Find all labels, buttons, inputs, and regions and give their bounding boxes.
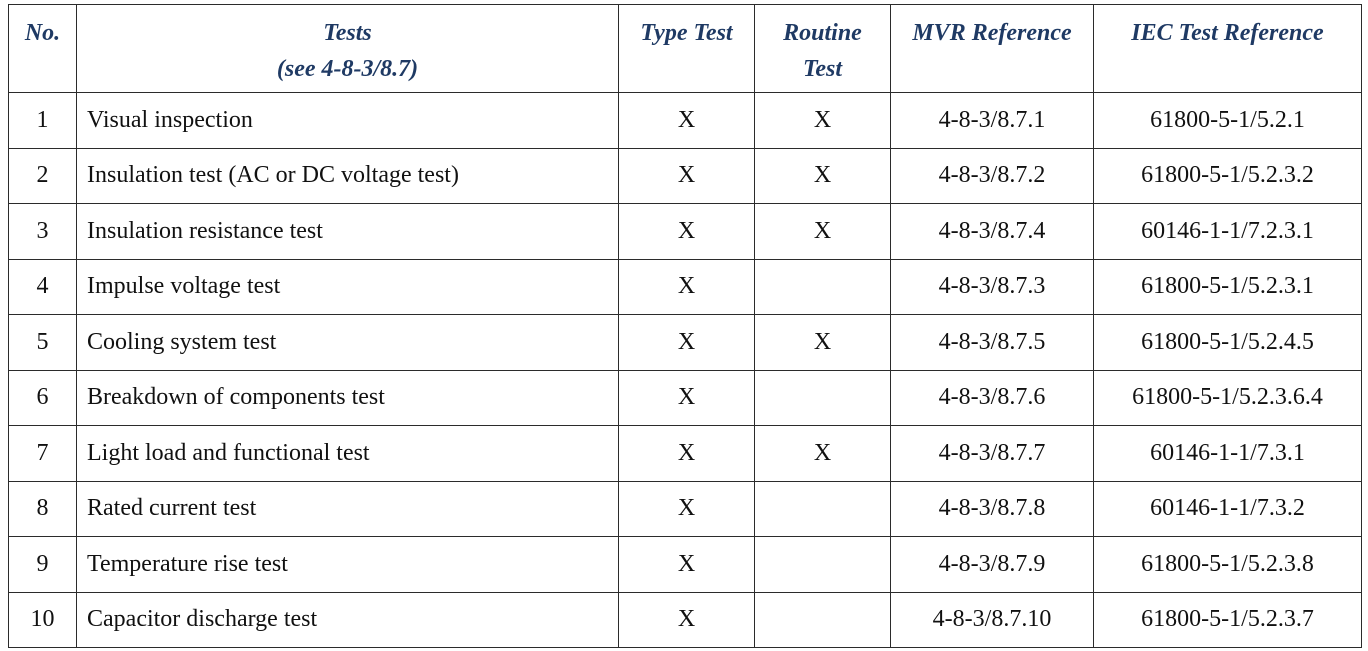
header-no: No. <box>8 4 77 93</box>
cell-no: 6 <box>8 369 77 426</box>
cell-mvr-reference: 4-8-3/8.7.4 <box>890 203 1094 260</box>
cell-mvr-reference: 4-8-3/8.7.6 <box>890 369 1094 426</box>
cell-no: 2 <box>8 147 77 204</box>
cell-type-test: X <box>618 147 755 204</box>
cell-test: Insulation resistance test <box>76 203 619 260</box>
cell-routine-test <box>754 536 891 593</box>
cell-type-test: X <box>618 369 755 426</box>
cell-type-test: X <box>618 314 755 371</box>
header-type-test-text: Type Test <box>640 20 733 46</box>
cell-iec-reference: 60146-1-1/7.2.3.1 <box>1093 203 1362 260</box>
cell-no: 10 <box>8 591 77 648</box>
cell-test: Light load and functional test <box>76 425 619 482</box>
table-header: No. Tests (see 4-8-3/8.7) Type Test Rout… <box>8 4 1362 93</box>
cell-no: 4 <box>8 258 77 315</box>
cell-test: Impulse voltage test <box>76 258 619 315</box>
table-body: 1 Visual inspection X X 4-8-3/8.7.1 6180… <box>8 92 1362 648</box>
header-type-test: Type Test <box>618 4 755 93</box>
header-iec-text: IEC Test Reference <box>1131 20 1324 46</box>
cell-iec-reference: 60146-1-1/7.3.1 <box>1093 425 1362 482</box>
document-body: No. Tests (see 4-8-3/8.7) Type Test Rout… <box>8 4 1362 648</box>
cell-routine-test: X <box>754 425 891 482</box>
header-mvr-text: MVR Reference <box>912 20 1072 46</box>
cell-iec-reference: 61800-5-1/5.2.3.6.4 <box>1093 369 1362 426</box>
header-tests-line1: Tests <box>323 20 372 46</box>
cell-mvr-reference: 4-8-3/8.7.2 <box>890 147 1094 204</box>
cell-routine-test <box>754 591 891 648</box>
cell-iec-reference: 61800-5-1/5.2.1 <box>1093 92 1362 149</box>
cell-routine-test <box>754 480 891 537</box>
cell-type-test: X <box>618 591 755 648</box>
cell-test: Visual inspection <box>76 92 619 149</box>
cell-mvr-reference: 4-8-3/8.7.5 <box>890 314 1094 371</box>
cell-type-test: X <box>618 258 755 315</box>
header-routine-test: Routine Test <box>754 4 891 93</box>
cell-no: 1 <box>8 92 77 149</box>
cell-test: Temperature rise test <box>76 536 619 593</box>
cell-test: Capacitor discharge test <box>76 591 619 648</box>
cell-no: 5 <box>8 314 77 371</box>
cell-iec-reference: 61800-5-1/5.2.4.5 <box>1093 314 1362 371</box>
table-row: 9 Temperature rise test X 4-8-3/8.7.9 61… <box>8 536 1362 593</box>
cell-type-test: X <box>618 203 755 260</box>
cell-routine-test: X <box>754 92 891 149</box>
cell-mvr-reference: 4-8-3/8.7.1 <box>890 92 1094 149</box>
cell-routine-test: X <box>754 203 891 260</box>
table-row: 3 Insulation resistance test X X 4-8-3/8… <box>8 203 1362 260</box>
cell-routine-test: X <box>754 314 891 371</box>
cell-test: Cooling system test <box>76 314 619 371</box>
header-tests-line2: (see 4-8-3/8.7) <box>276 56 419 82</box>
table-row: 6 Breakdown of components test X 4-8-3/8… <box>8 369 1362 426</box>
cell-mvr-reference: 4-8-3/8.7.9 <box>890 536 1094 593</box>
header-routine-line1: Routine <box>783 20 862 46</box>
cell-mvr-reference: 4-8-3/8.7.7 <box>890 425 1094 482</box>
table-row: 7 Light load and functional test X X 4-8… <box>8 425 1362 482</box>
table-row: 1 Visual inspection X X 4-8-3/8.7.1 6180… <box>8 92 1362 149</box>
table-row: 5 Cooling system test X X 4-8-3/8.7.5 61… <box>8 314 1362 371</box>
table-row: 10 Capacitor discharge test X 4-8-3/8.7.… <box>8 591 1362 648</box>
header-iec-reference: IEC Test Reference <box>1093 4 1362 93</box>
cell-mvr-reference: 4-8-3/8.7.8 <box>890 480 1094 537</box>
header-tests: Tests (see 4-8-3/8.7) <box>76 4 619 93</box>
header-row: No. Tests (see 4-8-3/8.7) Type Test Rout… <box>8 4 1362 93</box>
header-mvr-reference: MVR Reference <box>890 4 1094 93</box>
cell-mvr-reference: 4-8-3/8.7.3 <box>890 258 1094 315</box>
cell-type-test: X <box>618 92 755 149</box>
cell-test: Rated current test <box>76 480 619 537</box>
cell-routine-test <box>754 258 891 315</box>
cell-no: 7 <box>8 425 77 482</box>
cell-no: 8 <box>8 480 77 537</box>
cell-mvr-reference: 4-8-3/8.7.10 <box>890 591 1094 648</box>
cell-type-test: X <box>618 480 755 537</box>
cell-iec-reference: 60146-1-1/7.3.2 <box>1093 480 1362 537</box>
tests-table: No. Tests (see 4-8-3/8.7) Type Test Rout… <box>8 4 1362 648</box>
cell-iec-reference: 61800-5-1/5.2.3.7 <box>1093 591 1362 648</box>
table-row: 8 Rated current test X 4-8-3/8.7.8 60146… <box>8 480 1362 537</box>
table-row: 2 Insulation test (AC or DC voltage test… <box>8 147 1362 204</box>
cell-type-test: X <box>618 425 755 482</box>
cell-routine-test: X <box>754 147 891 204</box>
header-no-text: No. <box>24 20 61 46</box>
cell-type-test: X <box>618 536 755 593</box>
cell-iec-reference: 61800-5-1/5.2.3.1 <box>1093 258 1362 315</box>
cell-no: 9 <box>8 536 77 593</box>
cell-no: 3 <box>8 203 77 260</box>
cell-test: Insulation test (AC or DC voltage test) <box>76 147 619 204</box>
cell-iec-reference: 61800-5-1/5.2.3.2 <box>1093 147 1362 204</box>
cell-test: Breakdown of components test <box>76 369 619 426</box>
cell-routine-test <box>754 369 891 426</box>
cell-iec-reference: 61800-5-1/5.2.3.8 <box>1093 536 1362 593</box>
header-routine-line2: Test <box>802 56 843 82</box>
table-row: 4 Impulse voltage test X 4-8-3/8.7.3 618… <box>8 258 1362 315</box>
